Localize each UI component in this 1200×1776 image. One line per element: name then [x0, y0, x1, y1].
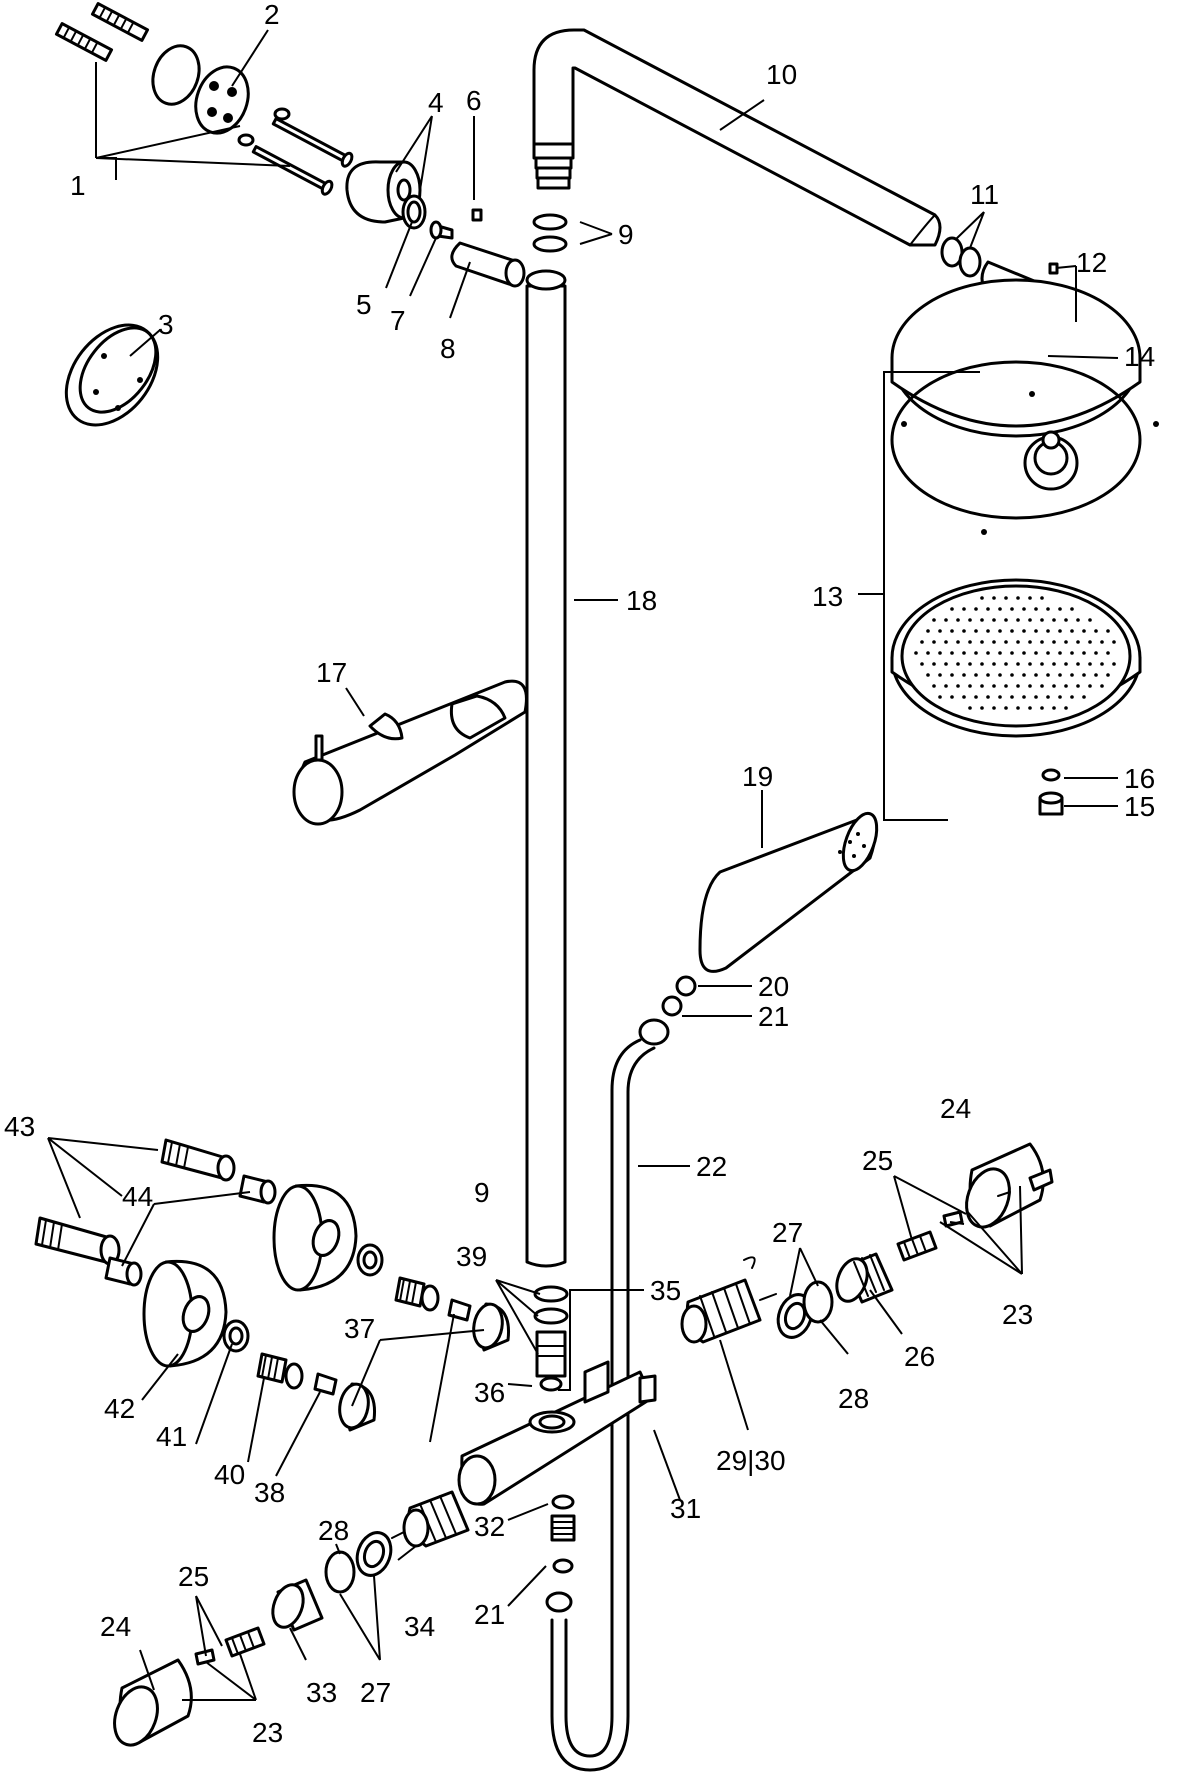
label-7: 7: [390, 305, 406, 336]
handle-adapter-right: [835, 1252, 894, 1304]
filter-parts: [1038, 768, 1064, 816]
label-23-right: 23: [1002, 1299, 1033, 1330]
label-24-right: 24: [940, 1093, 971, 1124]
hand-shower-holder: [292, 679, 528, 826]
label-1: 1: [70, 170, 86, 201]
label-2: 2: [264, 0, 280, 30]
cartridge-right: [680, 1256, 777, 1344]
o-rings-arm: [940, 236, 982, 278]
label-24-left: 24: [100, 1611, 131, 1642]
wall-anchors: [54, 2, 354, 196]
shower-arm: [532, 28, 942, 247]
label-13: 13: [812, 581, 843, 612]
label-22: 22: [696, 1151, 727, 1182]
label-14: 14: [1124, 341, 1155, 372]
label-40: 40: [214, 1459, 245, 1490]
label-39: 39: [456, 1241, 487, 1272]
leader-lines: [47, 29, 1119, 1701]
wall-bracket-parts: [345, 160, 526, 288]
handle-adapter-left: [271, 1578, 324, 1632]
label-21-bottom: 21: [474, 1599, 505, 1630]
label-36: 36: [474, 1377, 505, 1408]
label-9-top: 9: [618, 219, 634, 250]
label-38: 38: [254, 1477, 285, 1508]
label-19: 19: [742, 761, 773, 792]
part-labels: 1 2 3 4 5 6 7 8 9 10 11 12 13 14 15 16 1…: [4, 0, 1155, 1748]
label-12: 12: [1076, 247, 1107, 278]
label-17: 17: [316, 657, 347, 688]
handle-right: [965, 1142, 1054, 1229]
label-27-right: 27: [772, 1217, 803, 1248]
label-42: 42: [104, 1393, 135, 1424]
o-rings-top: [532, 213, 568, 253]
spindle-left: [194, 1626, 266, 1666]
shower-hose: [545, 1038, 656, 1772]
label-31: 31: [670, 1493, 701, 1524]
overhead-shower-top: [890, 278, 1159, 535]
label-4: 4: [428, 87, 444, 118]
label-6: 6: [466, 85, 482, 116]
label-3: 3: [158, 309, 174, 340]
spindle-right: [896, 1210, 964, 1262]
label-44: 44: [122, 1181, 153, 1212]
label-26: 26: [904, 1341, 935, 1372]
label-10: 10: [766, 59, 797, 90]
label-11: 11: [970, 179, 999, 210]
label-35: 35: [650, 1275, 681, 1306]
label-41: 41: [156, 1421, 187, 1452]
nozzle-grid: [914, 596, 1116, 710]
label-28-bottom: 28: [318, 1515, 349, 1546]
rings-right: [776, 1280, 834, 1339]
mounting-plate: [151, 44, 250, 135]
overhead-shower-plate: [890, 578, 1142, 738]
label-28-right: 28: [838, 1383, 869, 1414]
label-27-bottom: 27: [360, 1677, 391, 1708]
label-18: 18: [626, 585, 657, 616]
label-21-top: 21: [758, 1001, 789, 1032]
cartridge-left: [391, 1490, 470, 1548]
hand-shower: [698, 811, 879, 973]
label-29-30: 29|30: [716, 1445, 786, 1476]
label-20: 20: [758, 971, 789, 1002]
label-25-right: 25: [862, 1145, 893, 1176]
label-5: 5: [356, 289, 372, 320]
label-15: 15: [1124, 791, 1155, 822]
thermostat-body: [457, 1360, 657, 1506]
rings-left: [324, 1531, 393, 1594]
label-16: 16: [1124, 763, 1155, 794]
label-33: 33: [306, 1677, 337, 1708]
label-37: 37: [344, 1313, 375, 1344]
hose-seals-top: [638, 975, 697, 1046]
label-32: 32: [474, 1511, 505, 1542]
body-outlet-parts: [550, 1494, 576, 1574]
label-9-bottom: 9: [474, 1177, 490, 1208]
label-23-left: 23: [252, 1717, 283, 1748]
label-25-left: 25: [178, 1561, 209, 1592]
handle-left: [113, 1658, 193, 1747]
riser-pipe: [525, 269, 567, 1268]
label-43: 43: [4, 1111, 35, 1142]
label-8: 8: [440, 333, 456, 364]
riser-connector-parts: [533, 1285, 569, 1392]
label-34: 34: [404, 1611, 435, 1642]
